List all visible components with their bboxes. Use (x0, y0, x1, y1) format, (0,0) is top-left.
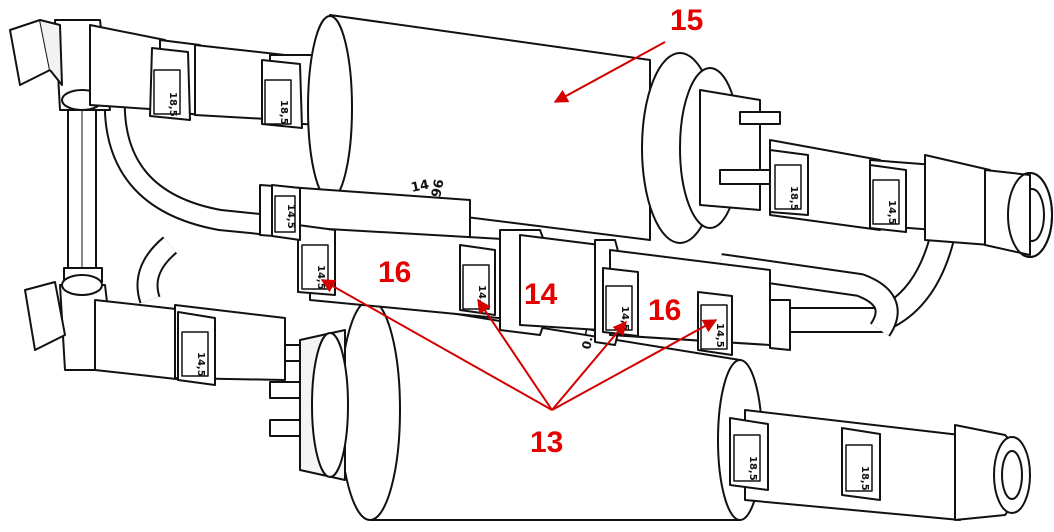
fuel-hoses (103, 94, 958, 337)
clamp-markings: 18,5 18,5 18,5 14,5 14,5 14,5 14,5 14,5 … (167, 92, 897, 491)
callout-16-right: 16 (648, 294, 681, 327)
clamp-bottom-right-2 (841, 427, 881, 501)
arrow-13-c (551, 320, 627, 411)
arrow-15 (553, 41, 666, 103)
clamp-mark-bottom-right-2: 18,5 (859, 466, 870, 491)
clamp-mark-mid-1: 14,5 (476, 285, 487, 310)
callout-14: 14 (524, 278, 558, 311)
clamp-mark-top-left-2: 18,5 (278, 100, 289, 125)
lower-connector-text: 0.ℸ (579, 327, 597, 351)
callout-15: 15 (670, 4, 703, 37)
arrow-13-d (551, 319, 718, 411)
arrow-13-b (477, 298, 553, 411)
callout-13: 13 (530, 426, 563, 459)
clamp-top-right-1 (769, 149, 809, 216)
clamp-mark-mid-left: 14,5 (315, 265, 326, 290)
upper-pump-markings: 14 96 0.ℸ (410, 177, 598, 350)
clamp-mark-mid-2: 14,5 (619, 306, 630, 331)
clamp-mark-top-right-2: 14,5 (886, 200, 897, 225)
clamp-mark-mid-4: 14,5 (285, 204, 296, 229)
clamp-mark-lower-left: 14,5 (195, 352, 206, 377)
clamp-mark-top-left-1: 18,5 (167, 92, 178, 117)
arrow-13-a (320, 279, 553, 411)
clamp-mark-bottom-right-1: 18,5 (747, 456, 758, 481)
callout-labels: 15 16 14 16 13 (378, 4, 703, 459)
clamp-top-left-1 (149, 47, 191, 121)
clamp-mark-mid-3: 14,5 (714, 323, 725, 348)
upper-pump-text: 14 (410, 177, 431, 195)
hose-clamps (149, 47, 907, 501)
clamp-mid-4 (271, 184, 301, 241)
clamp-top-right-2 (869, 164, 907, 233)
callout-16-left: 16 (378, 256, 411, 289)
clamp-top-left-2 (261, 59, 303, 129)
callout-arrows (320, 41, 718, 411)
upper-pump-text-2: 96 (429, 178, 447, 199)
clamp-bottom-right-1 (729, 417, 769, 491)
clamp-mark-top-right-1: 18,5 (788, 186, 799, 211)
clamp-lower-left (177, 311, 216, 386)
